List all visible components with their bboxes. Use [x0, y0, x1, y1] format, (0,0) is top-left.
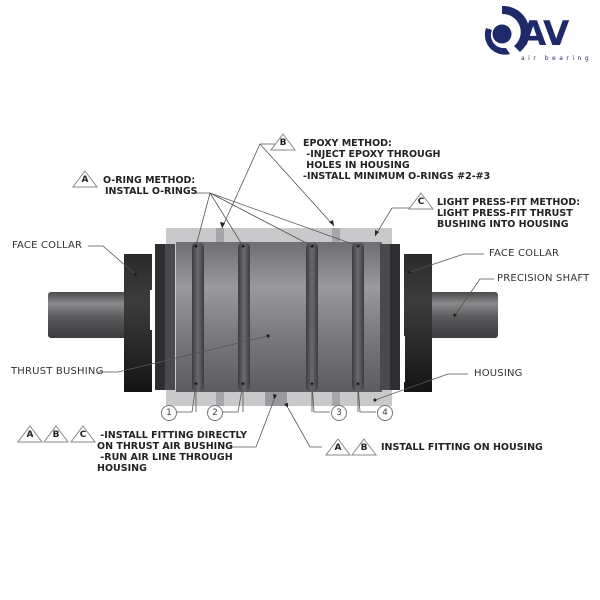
label-face-collar-right: FACE COLLAR	[489, 248, 560, 259]
o-ring-number-3: 3	[331, 405, 347, 421]
face-collar-left	[124, 254, 152, 392]
note-o-ring-method: O-RING METHOD: INSTALL O-RINGS	[103, 175, 198, 197]
marker-a-triangle-icon: A	[72, 170, 98, 188]
o-ring-number-2: 2	[207, 405, 223, 421]
thrust-bushing	[176, 242, 382, 392]
note-epoxy-method: EPOXY METHOD: -INJECT EPOXY THROUGH HOLE…	[303, 138, 491, 182]
o-ring-4	[352, 242, 364, 392]
label-housing: HOUSING	[474, 368, 523, 379]
fitting-marker-b-icon: B	[43, 425, 69, 443]
housing-fitting-marker-b-icon: B	[351, 438, 377, 456]
label-thrust-bushing: THRUST BUSHING	[11, 366, 104, 377]
face-collar-right	[404, 254, 432, 392]
o-ring-3	[306, 242, 318, 392]
o-ring-2	[238, 242, 250, 392]
precision-shaft-right	[430, 292, 498, 338]
logo-mark-icon	[484, 5, 530, 55]
fitting-marker-c-icon: C	[70, 425, 96, 443]
marker-b-triangle-icon: B	[270, 133, 296, 151]
precision-shaft-left	[48, 292, 138, 338]
fitting-marker-a-icon: A	[17, 425, 43, 443]
note-fitting-direct: -INSTALL FITTING DIRECTLY ON THRUST AIR …	[97, 430, 248, 474]
marker-c-triangle-icon: C	[408, 192, 434, 210]
logo-tagline: air bearing	[521, 55, 593, 62]
o-ring-number-4: 4	[377, 405, 393, 421]
housing-fitting-marker-a-icon: A	[325, 438, 351, 456]
label-face-collar-left: FACE COLLAR	[12, 240, 83, 251]
o-ring-number-1: 1	[161, 405, 177, 421]
o-ring-1	[192, 242, 204, 392]
logo-brand: AV	[520, 14, 569, 54]
note-press-fit-method: LIGHT PRESS-FIT METHOD: LIGHT PRESS-FIT …	[437, 197, 581, 230]
label-precision-shaft: PRECISION SHAFT	[497, 273, 590, 284]
note-fitting-housing: INSTALL FITTING ON HOUSING	[381, 442, 543, 453]
